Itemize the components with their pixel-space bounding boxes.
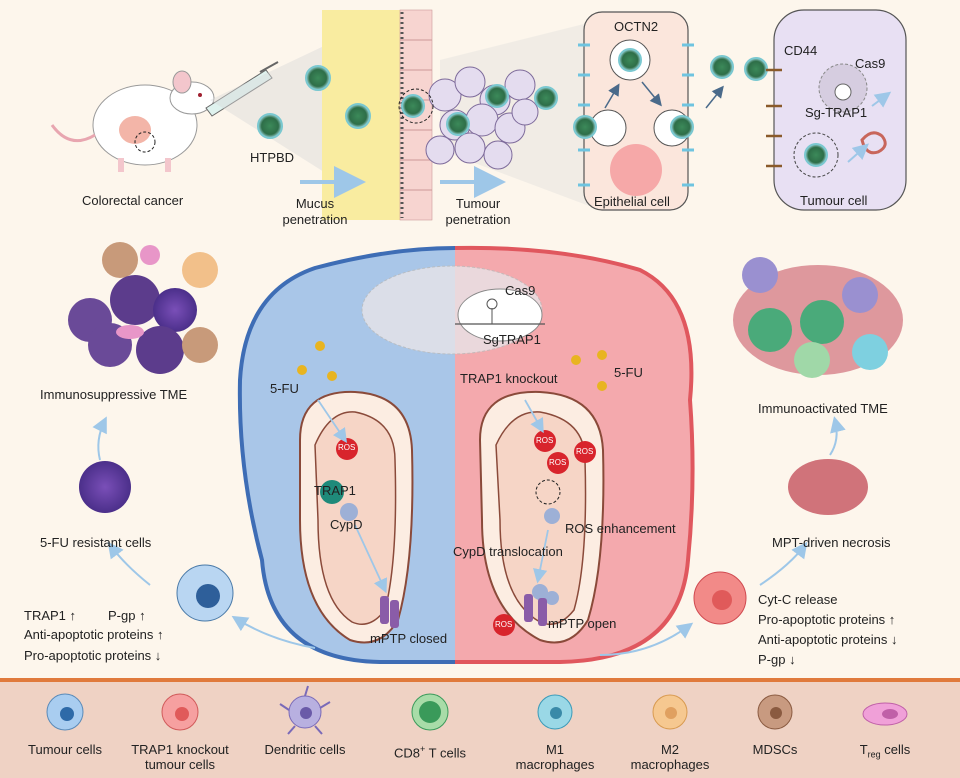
fu-molecules: [297, 341, 607, 391]
dendritic-cell-icon: [279, 685, 331, 735]
m2-macrophage-icon: [652, 694, 688, 730]
immunosuppressive-tme-cluster: [68, 242, 218, 374]
label-ros-r3: ROS: [549, 458, 567, 467]
mitochondrion-right: [478, 390, 605, 644]
label-pro-apoptotic-down: Pro-apoptotic proteins ↓: [24, 648, 162, 663]
label-cas9-top: Cas9: [855, 56, 886, 71]
treg-cells-text: cells: [880, 742, 911, 757]
label-anti-apoptotic-up: Anti-apoptotic proteins ↑: [24, 627, 164, 642]
legend-label-cd8: CD8+ T cells: [375, 742, 485, 760]
label-trap1-up: TRAP1 ↑: [24, 608, 77, 623]
label-ros-r2: ROS: [576, 447, 594, 456]
label-tumour-cell: Tumour cell: [800, 193, 868, 208]
label-cytc-release: Cyt-C release: [758, 592, 838, 607]
legend-label-tumour-cells: Tumour cells: [28, 742, 102, 757]
label-5fu-resistant: 5-FU resistant cells: [40, 535, 152, 550]
legend-cd8: CD8+ T cells: [375, 680, 485, 772]
label-colorectal-cancer: Colorectal cancer: [82, 193, 184, 208]
label-cypd: CypD: [330, 517, 363, 532]
label-cd44: CD44: [784, 43, 818, 58]
treg-sub: reg: [867, 749, 881, 760]
tumour-cell-icon: [46, 693, 84, 731]
legend-m1: M1 macrophages: [500, 680, 610, 772]
legend-label-dendritic: Dendritic cells: [264, 742, 346, 757]
label-trap1: TRAP1: [314, 483, 356, 498]
label-pro-apoptotic-up: Pro-apoptotic proteins ↑: [758, 612, 896, 627]
nanoparticles: [257, 48, 828, 167]
label-sgtrap1: SgTRAP1: [483, 332, 541, 347]
mdsc-icon: [757, 694, 793, 730]
label-mptp-closed: mPTP closed: [370, 631, 448, 646]
cypd-protein: [340, 503, 358, 521]
trap1-ko-cell-icon: [161, 693, 199, 731]
label-mucus-penetration: Mucus penetration: [282, 196, 348, 227]
fu-resistant-cell: [79, 461, 131, 513]
label-5fu-left: 5-FU: [270, 381, 299, 396]
legend-trap1-ko: TRAP1 knockout tumour cells: [125, 680, 235, 772]
legend-label-mdscs: MDSCs: [752, 742, 798, 757]
cd8-text: CD8: [394, 745, 421, 761]
cd44-receptors: [766, 68, 782, 168]
mptp-open-channel: [524, 594, 547, 626]
cd8-tcells-text: T cells: [425, 745, 466, 761]
label-anti-apoptotic-down: Anti-apoptotic proteins ↓: [758, 632, 898, 647]
legend-treg: Treg cells: [830, 680, 940, 772]
label-ros-left: ROS: [338, 443, 356, 452]
label-immunoactivated-tme: Immunoactivated TME: [758, 401, 888, 416]
treg-t: T: [859, 742, 868, 757]
legend-mdscs: MDSCs: [720, 680, 830, 772]
legend-bar: [0, 678, 960, 778]
label-htpbd: HTPBD: [250, 150, 295, 165]
cd8-sup: +: [420, 744, 426, 754]
legend-m2: M2 macrophages: [615, 680, 725, 772]
label-5fu-right: 5-FU: [614, 365, 643, 380]
label-pgp-down: P-gp ↓: [758, 652, 796, 667]
legend-tumour-cells: Tumour cells: [10, 680, 120, 772]
necrotic-cell: [788, 459, 868, 515]
label-trap1-knockout: TRAP1 knockout: [460, 371, 558, 386]
m1-macrophage-icon: [537, 694, 573, 730]
ros-bursts: [336, 430, 596, 636]
label-cas9-middle: Cas9: [505, 283, 536, 298]
label-octn2: OCTN2: [614, 19, 659, 34]
mptp-closed-channel: [380, 596, 399, 628]
cd8-cell-icon: [411, 693, 449, 731]
mouse-illustration: [50, 70, 215, 172]
label-tumour-penetration: Tumour penetration: [445, 196, 511, 227]
legend-dendritic: Dendritic cells: [250, 680, 360, 772]
legend-label-m1: M1 macrophages: [515, 742, 595, 772]
immunoactivated-tme-cluster: [733, 257, 903, 378]
legend-label-m2: M2 macrophages: [630, 742, 710, 772]
label-mpt-necrosis: MPT-driven necrosis: [772, 535, 891, 550]
label-ros-enhancement: ROS enhancement: [565, 521, 676, 536]
trap1-protein: [320, 480, 344, 504]
legend-label-trap1-ko: TRAP1 knockout tumour cells: [131, 742, 229, 772]
label-mptp-open: mPTP open: [548, 616, 617, 631]
epithelial-cell: [578, 11, 724, 211]
label-ros-r1: ROS: [536, 436, 554, 445]
label-epithelial-cell: Epithelial cell: [594, 194, 670, 209]
label-sg-trap1: Sg-TRAP1: [805, 105, 868, 120]
label-immunosuppressive-tme: Immunosuppressive TME: [40, 387, 188, 402]
label-pgp-up: P-gp ↑: [108, 608, 146, 623]
syringe-illustration: [205, 61, 279, 117]
treg-cell-icon: [862, 702, 908, 726]
label-cypd-translocation: CypD translocation: [453, 544, 563, 559]
label-ros-r4: ROS: [495, 620, 513, 629]
legend-label-treg: Treg cells: [830, 742, 940, 763]
